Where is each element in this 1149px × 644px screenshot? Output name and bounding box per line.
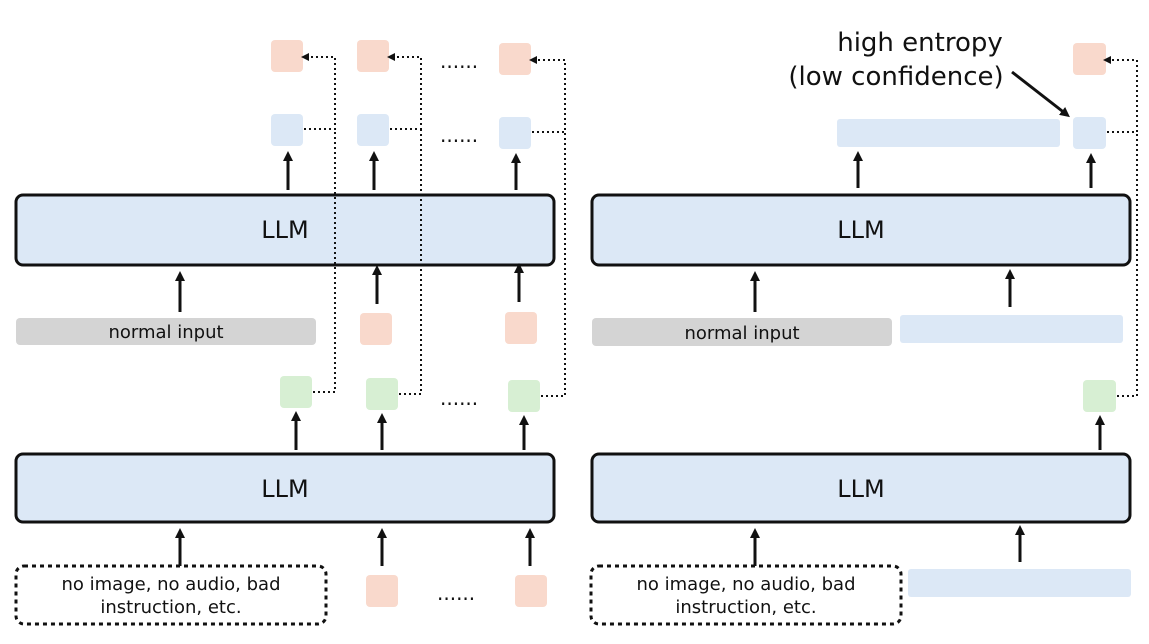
- output-token-blue: [499, 117, 531, 149]
- left-panel: ...... ...... LLM normal input ......: [14, 40, 566, 626]
- ellipsis-top: ......: [440, 49, 478, 73]
- feedback-loop-line: [399, 129, 422, 395]
- ellipsis-bottom: ......: [437, 581, 475, 605]
- degraded-input-line2: instruction, etc.: [675, 597, 816, 618]
- input-token-orange: [515, 575, 547, 607]
- latent-token-green: [366, 378, 398, 410]
- normal-input: [16, 318, 316, 345]
- output-sequence-blue: [837, 119, 1060, 147]
- ellipsis-green: ......: [440, 386, 478, 410]
- output-token-blue: [271, 114, 303, 146]
- llm-lower: [14, 452, 556, 524]
- degraded-input-line1: no image, no audio, bad: [637, 574, 856, 595]
- normal-input-label: normal input: [684, 323, 799, 344]
- annotation-low-confidence: (low confidence): [788, 62, 1003, 92]
- output-token-orange: [499, 43, 531, 75]
- degraded-input-line1: no image, no audio, bad: [62, 574, 281, 595]
- input-sequence-blue: [908, 569, 1131, 597]
- input-token-orange: [366, 575, 398, 607]
- latent-token-green: [1083, 380, 1116, 412]
- input-sequence-blue: [900, 315, 1123, 343]
- normal-input-label: normal input: [108, 322, 223, 343]
- llm-label: LLM: [837, 475, 884, 503]
- llm-upper: [590, 193, 1132, 267]
- feedback-loop-line: [301, 53, 336, 130]
- latent-token-green: [280, 376, 312, 408]
- feedback-loop-line: [1117, 132, 1138, 397]
- output-token-orange: [1073, 43, 1106, 75]
- feedback-loop-line: [1103, 56, 1138, 133]
- feedback-loop-line: [313, 129, 336, 393]
- llm-lower: [590, 452, 1132, 524]
- input-token-orange: [360, 313, 392, 345]
- annotation-high-entropy: high entropy: [837, 28, 1003, 58]
- input-token-orange: [505, 312, 537, 344]
- llm-upper: [14, 193, 556, 267]
- output-token-orange: [271, 40, 303, 72]
- degraded-input-box: [14, 564, 328, 626]
- output-token-orange: [357, 40, 389, 72]
- feedback-loop-line: [387, 53, 422, 130]
- llm-label: LLM: [261, 475, 308, 503]
- feedback-loop-line: [541, 132, 566, 397]
- ellipsis-mid: ......: [440, 123, 478, 147]
- right-panel: high entropy (low confidence) LLM normal…: [589, 28, 1138, 626]
- annotation-arrow: [1011, 70, 1070, 118]
- degraded-input-line2: instruction, etc.: [100, 597, 241, 618]
- output-token-blue: [357, 114, 389, 146]
- latent-token-green: [508, 380, 540, 412]
- normal-input: [592, 318, 892, 346]
- llm-label: LLM: [261, 216, 308, 244]
- output-token-blue-high-entropy: [1073, 117, 1106, 149]
- llm-label: LLM: [837, 216, 884, 244]
- degraded-input-box: [589, 564, 903, 626]
- feedback-loop-line: [529, 56, 566, 133]
